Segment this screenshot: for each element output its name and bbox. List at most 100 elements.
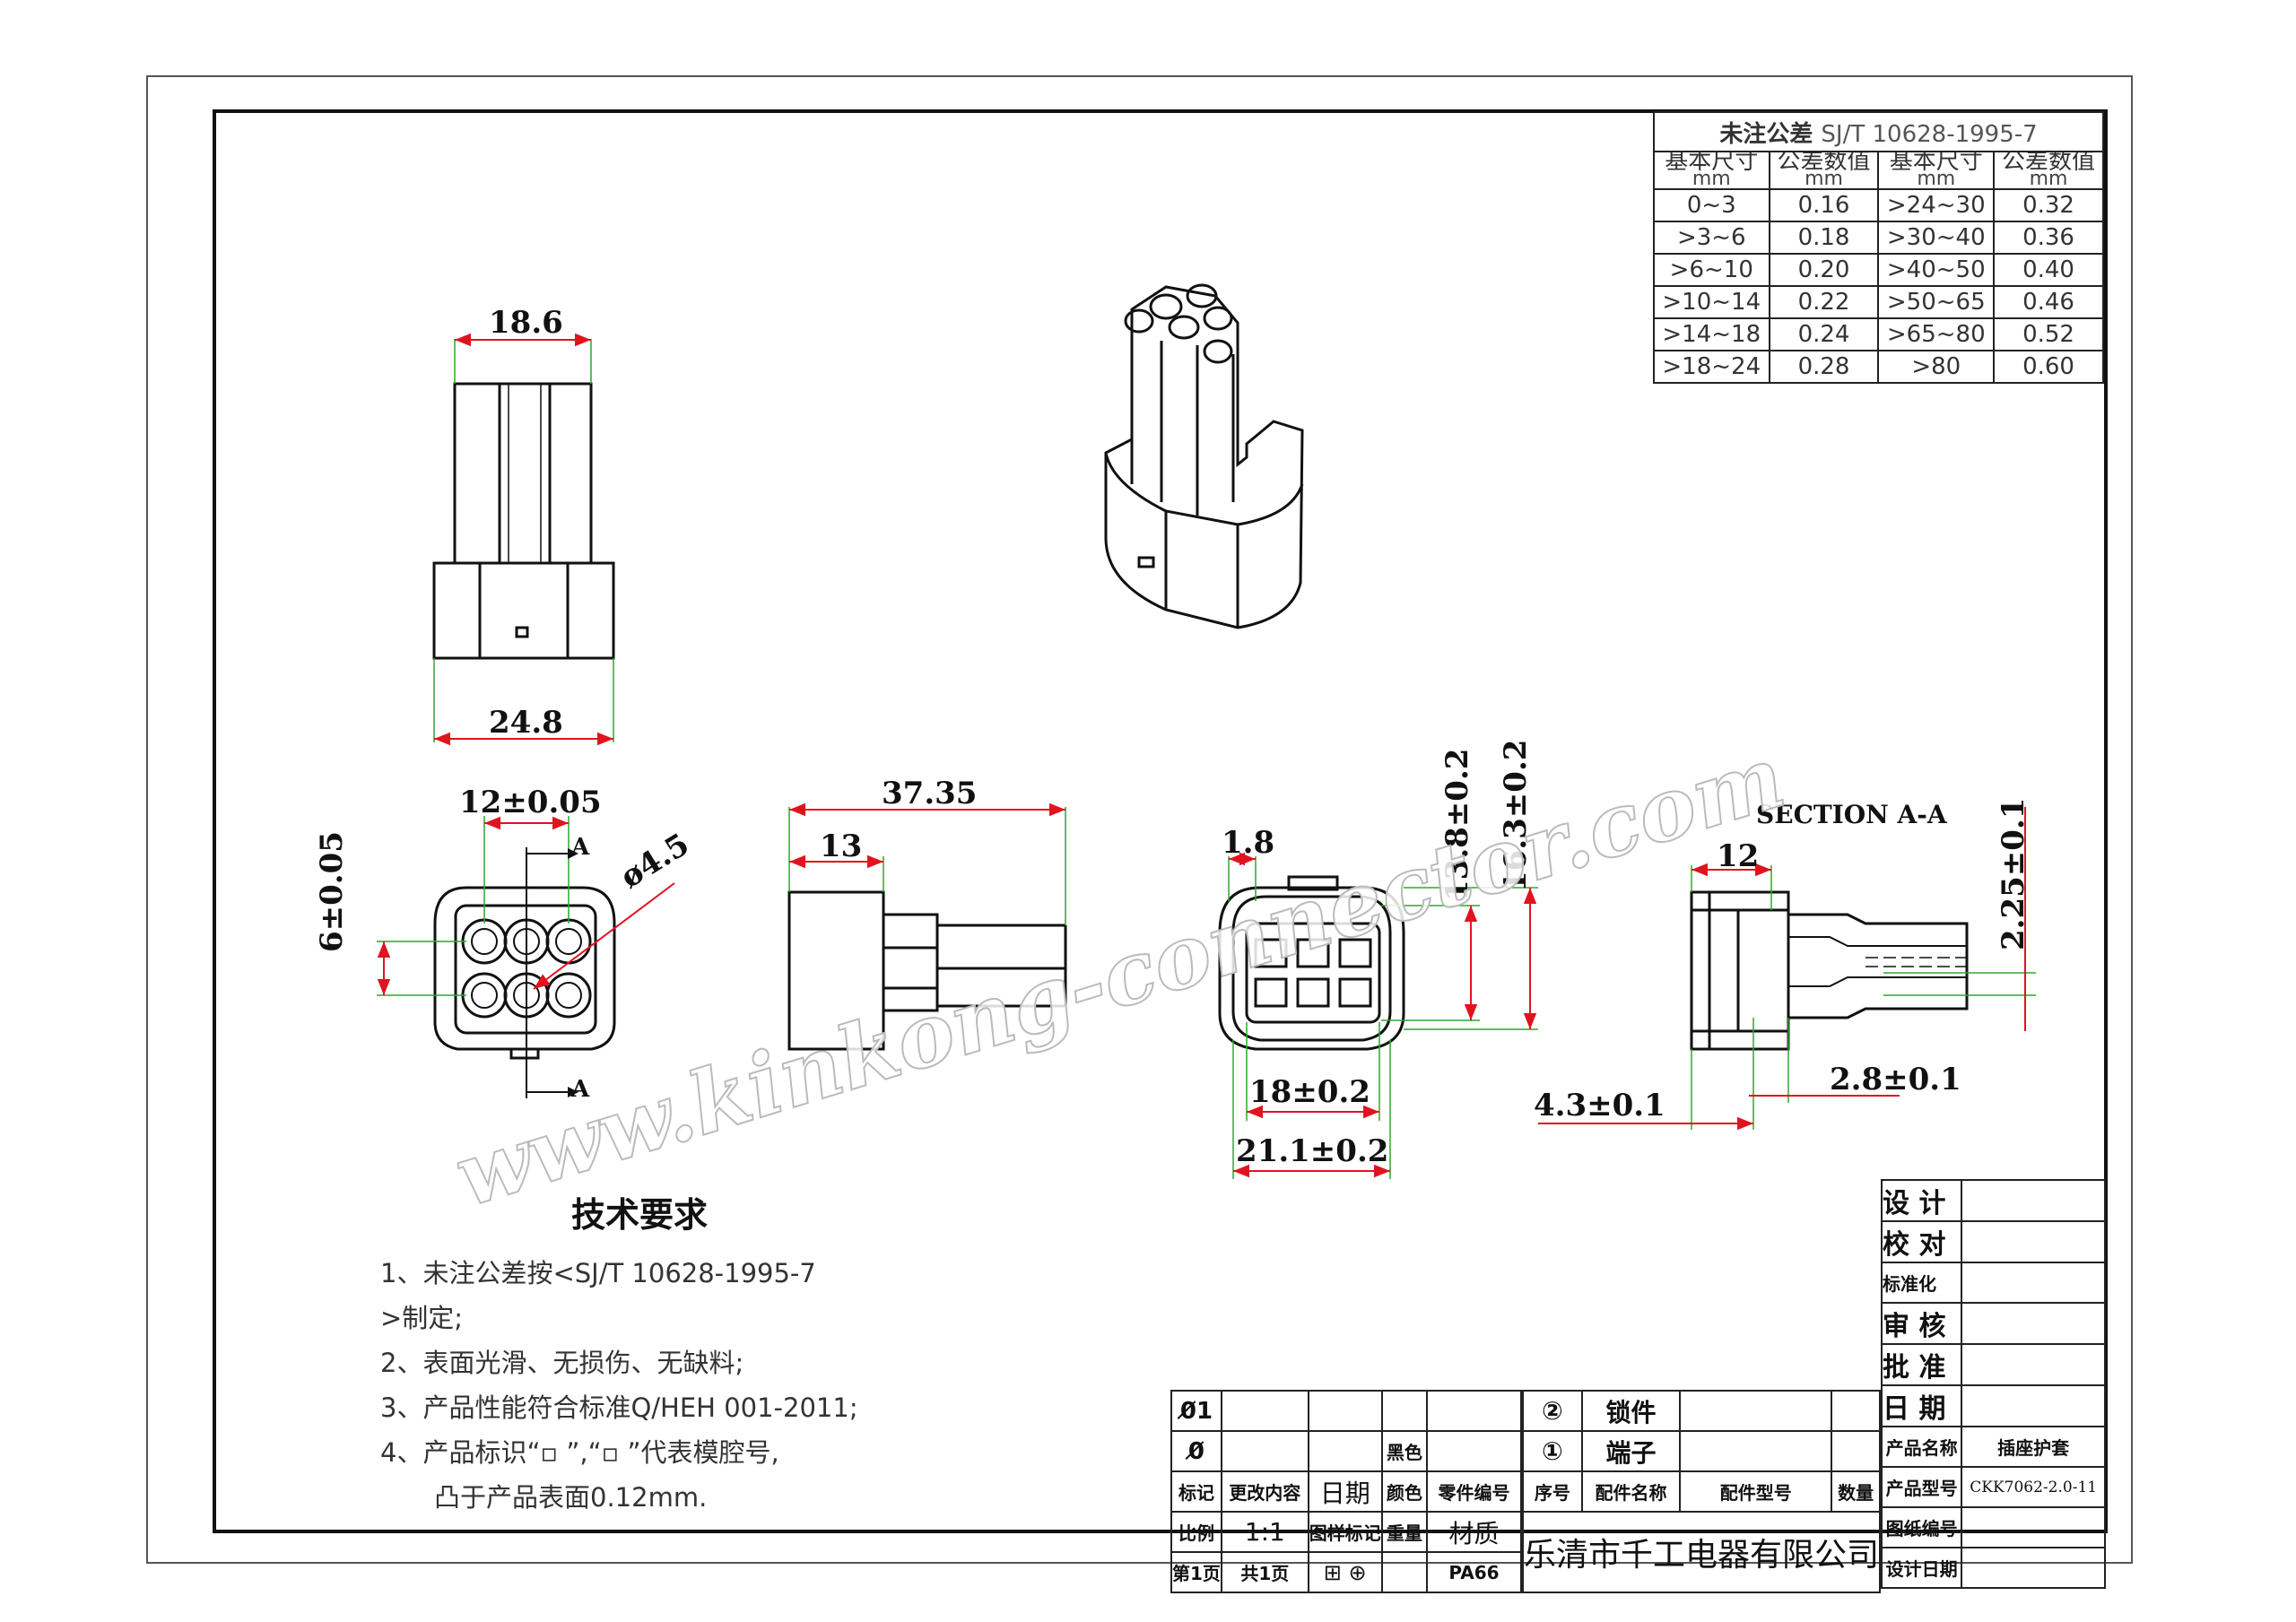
- tolerance-cell: 0.24: [1768, 317, 1880, 351]
- projection-symbol: ⊞ ⊕: [1307, 1551, 1383, 1593]
- tolerance-cell: 0.18: [1768, 221, 1880, 255]
- label-change: 更改内容: [1220, 1470, 1309, 1513]
- top-view: [432, 382, 615, 660]
- tolerance-cell: >30~40: [1877, 221, 1996, 255]
- front-view: [433, 886, 616, 1060]
- front-view-dims: [377, 816, 675, 1098]
- product-model: CKK7062-2.0-11: [1961, 1466, 2106, 1508]
- label-date: 日期: [1307, 1470, 1383, 1513]
- item-name: 端子: [1580, 1430, 1682, 1472]
- color-value: 黑色: [1380, 1430, 1428, 1472]
- scale-value: 1:1: [1220, 1511, 1309, 1553]
- note-line: 2、表面光滑、无损伤、无缺料;: [380, 1348, 744, 1378]
- tolerance-cell: 0.52: [1993, 317, 2104, 351]
- label-drawing-mark: 图样标记: [1307, 1511, 1383, 1553]
- revision-mark: 0̸1: [1170, 1390, 1222, 1432]
- dim-section-gap: 2.25±0.1: [1996, 797, 2031, 950]
- dim-width-outer: 21.1±0.2: [1236, 1133, 1389, 1169]
- tolerance-cell: >10~14: [1653, 285, 1770, 319]
- label-check: 校 对: [1880, 1220, 1963, 1263]
- revision-mark: 0̸: [1170, 1430, 1222, 1472]
- tolerance-cell: >18~24: [1653, 350, 1770, 384]
- note-line: >制定;: [380, 1303, 464, 1333]
- label-part-model: 配件型号: [1679, 1470, 1833, 1513]
- tolerance-table-title: 未注公差 SJ/T 10628-1995-7: [1653, 111, 2104, 152]
- tolerance-cell: 0.22: [1768, 285, 1880, 319]
- page-total: 共1页: [1220, 1551, 1309, 1593]
- tolerance-cell: >24~30: [1877, 188, 1996, 222]
- material-value: PA66: [1425, 1551, 1523, 1593]
- item-number: ②: [1522, 1390, 1583, 1432]
- dim-section-a: 4.3±0.1: [1534, 1088, 1665, 1123]
- dim-pitch: 12±0.05: [459, 785, 602, 820]
- label-qty: 数量: [1831, 1470, 1882, 1513]
- tolerance-cell: 0.40: [1993, 253, 2104, 287]
- label-part-name: 配件名称: [1580, 1470, 1682, 1513]
- technical-notes: 技术要求 1、未注公差按<SJ/T 10628-1995-7 >制定; 2、表面…: [380, 1195, 858, 1520]
- label-standard: 标准化: [1880, 1262, 1963, 1304]
- top-view-dims: [433, 333, 614, 746]
- dim-section-b: 2.8±0.1: [1830, 1062, 1961, 1097]
- tolerance-cell: 0.60: [1993, 350, 2104, 384]
- dim-latch: 1.8: [1222, 825, 1275, 861]
- label-color: 颜色: [1380, 1470, 1428, 1513]
- isometric-view: [1104, 283, 1304, 629]
- tolerance-cell: 0.16: [1768, 188, 1880, 222]
- tolerance-cell: 0.28: [1768, 350, 1880, 384]
- label-mark: 标记: [1170, 1470, 1222, 1513]
- tolerance-cell: >40~50: [1877, 253, 1996, 287]
- tolerance-cell: >50~65: [1877, 285, 1996, 319]
- label-seq: 序号: [1522, 1470, 1583, 1513]
- dim-top-width: 18.6: [489, 305, 563, 341]
- tolerance-cell: 0.46: [1993, 285, 2104, 319]
- company-name: 乐清市千工电器有限公司: [1521, 1511, 1882, 1593]
- tolerance-cell: 0.36: [1993, 221, 2104, 255]
- item-name: 锁件: [1580, 1390, 1682, 1432]
- tolerance-cell: >80: [1877, 350, 1996, 384]
- section-title: SECTION A-A: [1756, 800, 1947, 829]
- dim-side-length: 37.35: [882, 776, 978, 811]
- drawing-inner-frame: [213, 109, 2108, 1533]
- side-view: [787, 890, 1067, 1051]
- section-mark-top: A: [571, 834, 590, 861]
- section-view-dims: [1538, 807, 2036, 1131]
- dim-side-body: 13: [820, 828, 863, 864]
- label-design-date: 设计日期: [1880, 1547, 1963, 1589]
- tolerance-cell: >3~6: [1653, 221, 1770, 255]
- label-scale: 比例: [1170, 1511, 1222, 1553]
- label-part-no: 零件编号: [1425, 1470, 1523, 1513]
- dim-width-inner: 18±0.2: [1249, 1074, 1370, 1110]
- label-date-2: 日 期: [1880, 1384, 1963, 1427]
- section-mark-bottom: A: [571, 1076, 590, 1103]
- tolerance-cell: 0~3: [1653, 188, 1770, 222]
- side-view-dims: [788, 802, 1066, 925]
- drawing-outer-frame: [146, 75, 2133, 1564]
- dim-section-depth: 12: [1717, 838, 1760, 874]
- note-line: 4、产品标识“▫ ”,“▫ ”代表模腔号,: [380, 1437, 779, 1468]
- notes-title: 技术要求: [571, 1195, 709, 1235]
- tolerance-cell: >6~10: [1653, 253, 1770, 287]
- label-product-model: 产品型号: [1880, 1466, 1963, 1508]
- dim-row-pitch: 6±0.05: [314, 831, 350, 952]
- label-drawing-no: 图纸编号: [1880, 1506, 1963, 1548]
- page-number: 第1页: [1170, 1551, 1222, 1593]
- tolerance-cell: >14~18: [1653, 317, 1770, 351]
- product-name: 插座护套: [1961, 1426, 2106, 1468]
- note-line: 1、未注公差按<SJ/T 10628-1995-7: [380, 1258, 816, 1288]
- tolerance-cell: 0.20: [1768, 253, 1880, 287]
- item-number: ①: [1522, 1430, 1583, 1472]
- dim-bottom-width: 24.8: [489, 705, 563, 741]
